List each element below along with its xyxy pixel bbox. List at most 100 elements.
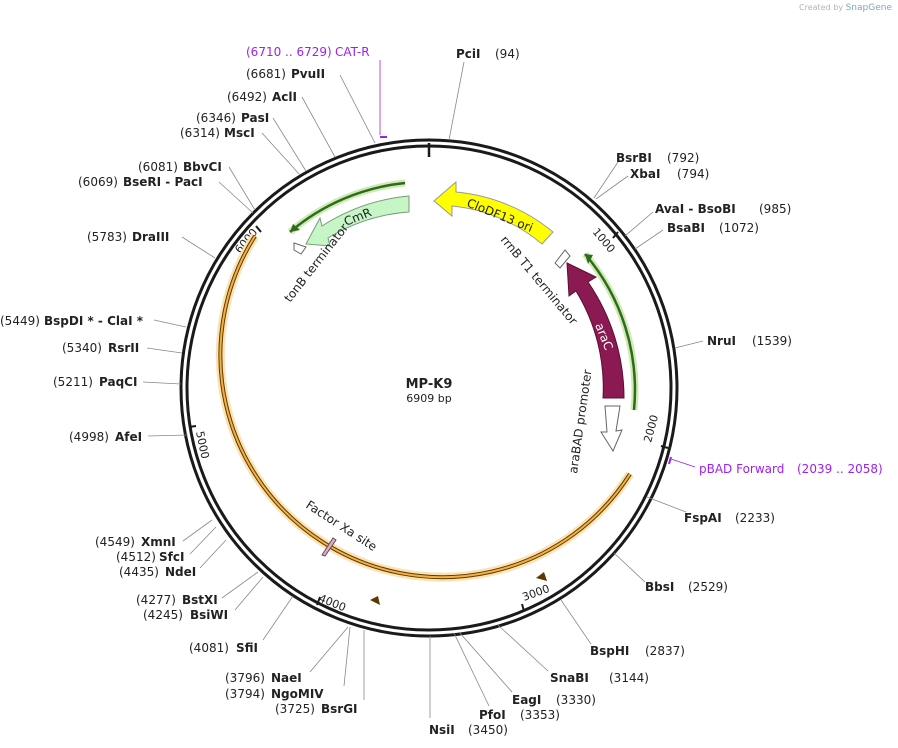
svg-text:(1072): (1072) [719, 221, 759, 235]
site-nsii: NsiI (3450) [429, 636, 508, 737]
snapgene-logo: SnapGene [845, 3, 892, 13]
svg-text:CAT-R: CAT-R [335, 45, 370, 59]
site-bsrbi: BsrBI (792) [593, 151, 699, 199]
svg-text:(2837): (2837) [645, 644, 685, 658]
svg-text:BsaBI: BsaBI [667, 221, 705, 235]
svg-text:pBAD Forward: pBAD Forward [699, 462, 784, 476]
site-ndei: NdeI (4435) [119, 539, 227, 579]
svg-text:(5449): (5449) [0, 314, 40, 328]
svg-text:BstXI: BstXI [182, 593, 218, 607]
site-pcii: PciI (94) [448, 47, 520, 141]
svg-text:(4512): (4512) [116, 550, 156, 564]
svg-text:(6081): (6081) [138, 160, 178, 174]
site-naei: NaeI (3796) [225, 626, 349, 685]
site-bstxi: BstXI (4277) [136, 571, 259, 607]
svg-text:araC: araC [592, 321, 615, 352]
svg-text:(4277): (4277) [136, 593, 176, 607]
svg-text:RsrII: RsrII [108, 341, 139, 355]
svg-text:BbvCI: BbvCI [183, 160, 222, 174]
backbone-outer [179, 138, 679, 638]
site-sfii: SfiI (4081) [189, 595, 294, 655]
site-afei: AfeI (4998) [69, 430, 189, 444]
svg-text:(792): (792) [667, 151, 699, 165]
svg-text:PaqCI: PaqCI [99, 375, 137, 389]
site-bsiwi: BsiWI (4245) [143, 576, 264, 622]
site-bbvci: BbvCI (6081) [138, 160, 256, 211]
svg-text:BsrBI: BsrBI [616, 151, 652, 165]
clodf13-ori-feature: CloDF13 ori [433, 180, 554, 245]
snapgene-credit: Created by SnapGene [799, 3, 892, 13]
svg-text:NsiI: NsiI [429, 723, 455, 737]
site-bsphi: BspHI (2837) [560, 599, 685, 658]
site-xbai: XbaI (794) [595, 167, 709, 200]
svg-text:(2039 .. 2058): (2039 .. 2058) [797, 462, 883, 476]
site-pvuii: PvuII (6681) [246, 67, 376, 144]
svg-text:5000: 5000 [193, 430, 212, 460]
site-eagi: EagI (3330) [458, 631, 596, 707]
svg-text:BbsI: BbsI [645, 580, 674, 594]
svg-text:(4245): (4245) [143, 608, 183, 622]
svg-text:EagI: EagI [512, 693, 541, 707]
svg-text:(6346): (6346) [196, 111, 236, 125]
svg-text:(1539): (1539) [752, 334, 792, 348]
svg-text:(94): (94) [495, 47, 520, 61]
svg-text:(3725): (3725) [275, 702, 315, 716]
svg-text:PasI: PasI [241, 111, 269, 125]
svg-text:(4998): (4998) [69, 430, 109, 444]
svg-text:AfeI: AfeI [115, 430, 142, 444]
site-acli: AclI (6492) [227, 90, 336, 158]
svg-text:NaeI: NaeI [271, 671, 302, 685]
svg-text:(5211): (5211) [53, 375, 93, 389]
plasmid-name: MP-K9 [406, 377, 453, 392]
svg-text:NruI: NruI [707, 334, 736, 348]
svg-text:(6069): (6069) [78, 175, 118, 189]
primer-pbad-forward: pBAD Forward (2039 .. 2058) [668, 456, 883, 476]
site-bbsi: BbsI (2529) [613, 552, 728, 594]
svg-text:AclI: AclI [272, 90, 297, 104]
svg-text:XbaI: XbaI [630, 167, 660, 181]
svg-text:CmR: CmR [342, 205, 374, 229]
svg-text:(4549): (4549) [95, 535, 135, 549]
svg-text:NgoMIV: NgoMIV [271, 687, 324, 701]
cmr-feature: CmR [305, 195, 410, 247]
site-nrui: NruI (1539) [674, 334, 792, 349]
factor-xa-feature [321, 537, 337, 557]
primer-cat-r: (6710 .. 6729) CAT-R [246, 45, 387, 138]
svg-text:araBAD promoter: araBAD promoter [566, 369, 594, 475]
svg-text:(4081): (4081) [189, 641, 229, 655]
site-snabi: SnaBI (3144) [497, 624, 649, 685]
arac-feature: araC [566, 262, 625, 399]
svg-text:(3450): (3450) [468, 723, 508, 737]
svg-text:(2233): (2233) [735, 511, 775, 525]
factor-xa-label: Factor Xa site [303, 498, 379, 554]
site-draiii: DraIII (5783) [87, 230, 216, 259]
svg-text:(985): (985) [759, 202, 791, 216]
site-fspai: FspAI (2233) [646, 496, 775, 525]
svg-text:PciI: PciI [456, 47, 481, 61]
svg-text:(3794): (3794) [225, 687, 265, 701]
tick-5000: 5000 [188, 425, 212, 460]
svg-text:(794): (794) [677, 167, 709, 181]
svg-text:(6492): (6492) [227, 90, 267, 104]
site-pasi: PasI (6346) [196, 111, 307, 172]
site-msci: MscI (6314) [180, 126, 301, 176]
svg-text:BsrGI: BsrGI [321, 702, 358, 716]
svg-text:(3330): (3330) [556, 693, 596, 707]
svg-text:(5783): (5783) [87, 230, 127, 244]
svg-text:BseRI - PacI: BseRI - PacI [123, 175, 203, 189]
svg-text:PvuII: PvuII [291, 67, 325, 81]
site-sfci: SfcI (4512) [116, 526, 217, 564]
tonb-terminator-feature [293, 242, 307, 255]
svg-text:FspAI: FspAI [684, 511, 722, 525]
svg-text:(3796): (3796) [225, 671, 265, 685]
svg-text:XmnI: XmnI [141, 535, 176, 549]
site-xmni: XmnI (4549) [95, 519, 213, 549]
svg-text:(4435): (4435) [119, 565, 159, 579]
rrnb-terminator-feature [554, 249, 571, 269]
svg-text:BsiWI: BsiWI [190, 608, 228, 622]
svg-text:MscI: MscI [224, 126, 255, 140]
site-bsabi: BsaBI (1072) [634, 221, 759, 250]
site-bseri-paci: BseRI - PacI (6069) [78, 175, 254, 214]
site-pfoi: PfoI (3353) [453, 632, 560, 722]
